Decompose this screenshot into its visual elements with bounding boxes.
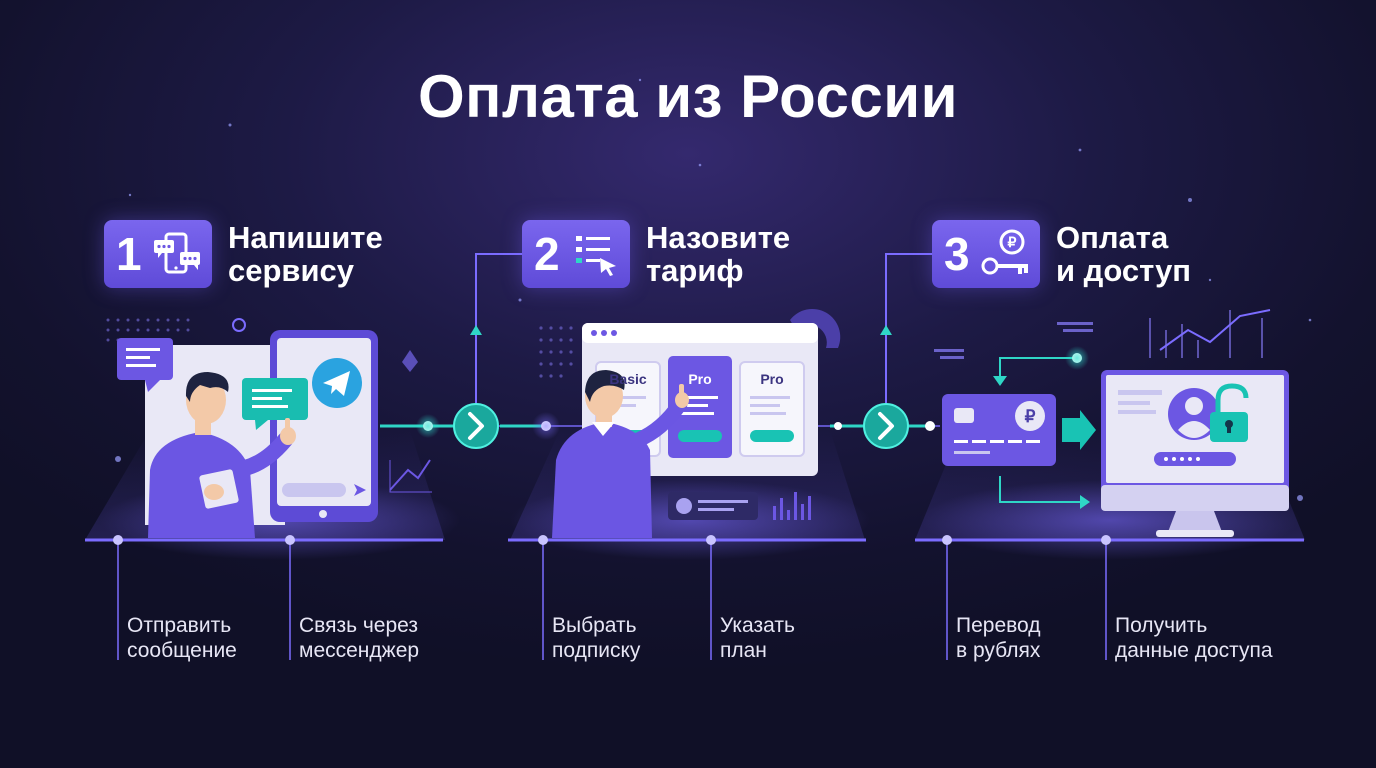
step-1-title: Напишите сервису [228, 220, 383, 288]
step-1-caption-1: Отправить сообщение [127, 614, 237, 662]
step-3-header: 3 ₽ Оплата и доступ [932, 219, 1191, 289]
svg-text:₽: ₽ [1008, 234, 1017, 250]
step-3-number: 3 [944, 228, 970, 280]
step-2-title: Назовите тариф [646, 220, 791, 288]
step-2-caption-1: Выбрать подписку [552, 614, 641, 662]
step-1-header: 1 Напишите сервису [104, 219, 383, 289]
step2-illustration [539, 308, 841, 538]
step-3-caption-2: Получить данные доступа [1115, 614, 1273, 662]
step1-illustration [106, 318, 432, 538]
step-3-badge: 3 ₽ [932, 220, 1040, 288]
person-2 [552, 370, 689, 538]
stars [115, 78, 1312, 501]
plan-card-pro-selected: Pro [688, 371, 712, 387]
step-1-number: 1 [116, 228, 142, 280]
plan-card-pro: Pro [760, 371, 784, 387]
plan-card-basic: Basic [609, 371, 647, 387]
step-3-caption-1: Перевод в рублях [956, 614, 1041, 662]
step-3-title: Оплата и доступ [1056, 220, 1192, 288]
step-1-badge: 1 [104, 220, 212, 288]
next-arrow-1 [453, 403, 499, 449]
step-1-caption-2: Связь через мессенджер [299, 614, 420, 662]
chat-phone-icon [154, 232, 200, 274]
person-1 [148, 372, 296, 538]
step3-illustration: ₽ [934, 309, 1289, 537]
svg-text:₽: ₽ [1025, 407, 1036, 426]
step-2-badge: 2 [522, 220, 630, 288]
ruble-key-icon: ₽ [981, 229, 1028, 275]
page-title: Оплата из России [417, 63, 959, 130]
step-2-number: 2 [534, 228, 560, 280]
next-arrow-2 [863, 403, 909, 449]
step-2-header: 2 Назовите тариф [522, 219, 790, 289]
step-2-caption-2: Указать план [720, 614, 795, 662]
list-cursor-icon [576, 236, 616, 276]
